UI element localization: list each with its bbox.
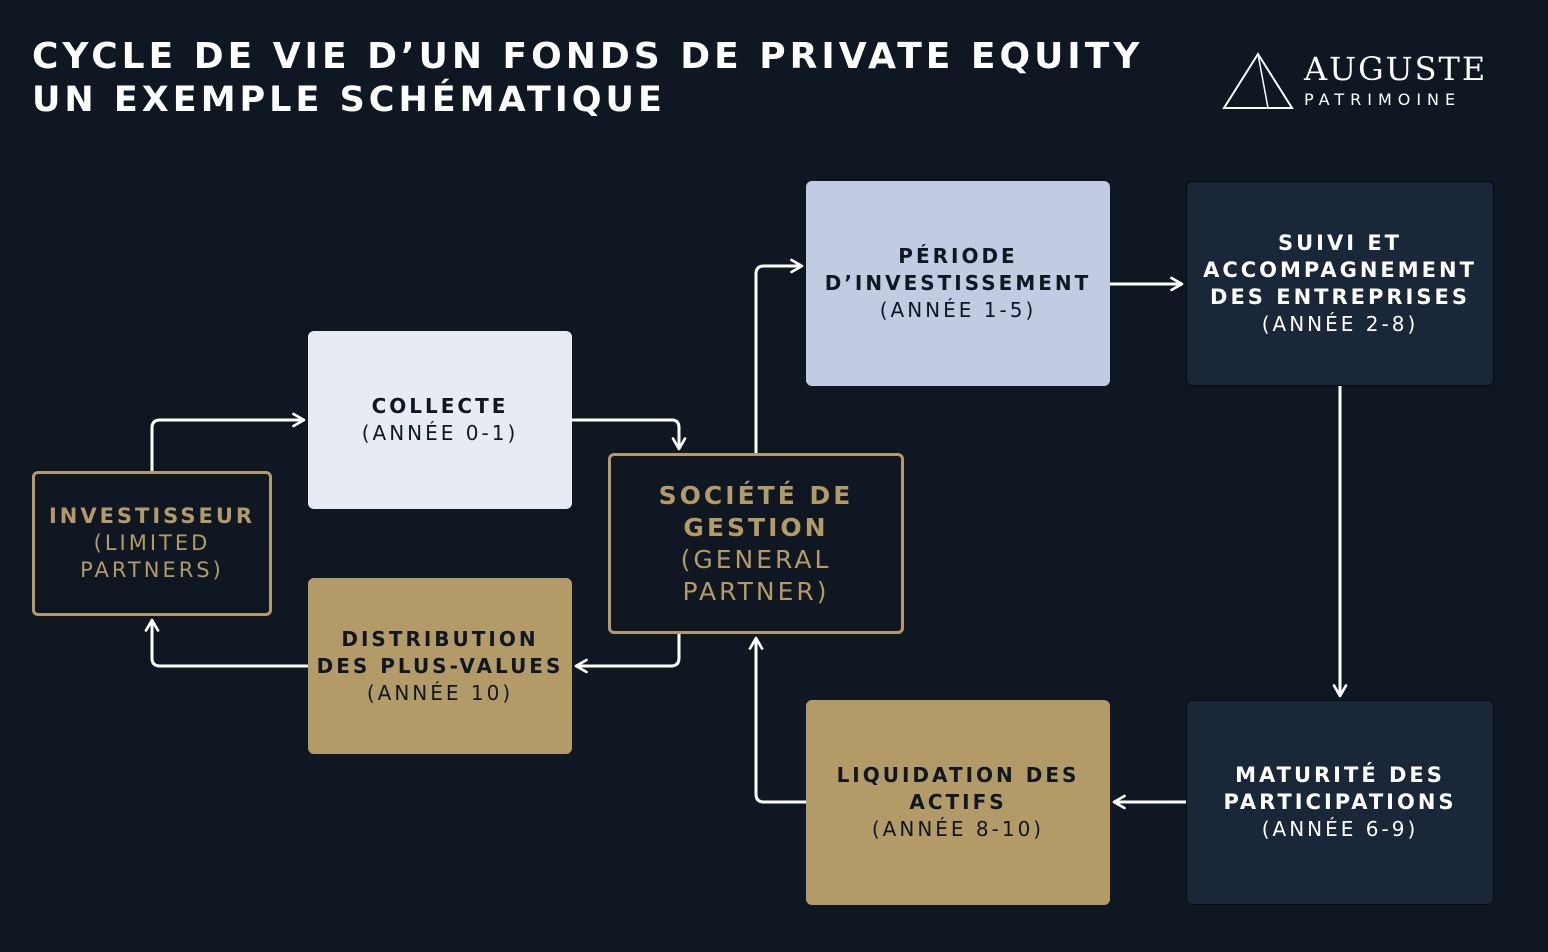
arrow-societe-to-distribution <box>574 634 681 674</box>
arrow-societe-to-periode <box>754 258 804 453</box>
node-title: SOCIÉTÉ DE GESTION <box>658 480 854 542</box>
triangle-logo-icon <box>1222 52 1294 109</box>
node-title: COLLECTE <box>371 394 509 418</box>
logo-name: AUGUSTE <box>1304 50 1488 88</box>
node-investisseur: INVESTISSEUR (LIMITED PARTNERS) <box>32 471 272 616</box>
node-title: MATURITÉ DES PARTICIPATIONS <box>1223 763 1457 814</box>
arrow-collecte-to-societe <box>572 418 687 451</box>
node-title: DISTRIBUTION DES PLUS-VALUES <box>316 626 564 678</box>
arrow-distribution-to-investisseur <box>144 618 308 668</box>
arrow-investisseur-to-collecte <box>150 412 306 471</box>
node-subtitle: (LIMITED PARTNERS) <box>80 531 224 582</box>
logo-subtitle: PATRIMOINE <box>1304 90 1462 109</box>
node-subtitle: (ANNÉE 2-8) <box>1261 311 1419 336</box>
node-subtitle: (ANNÉE 0-1) <box>361 421 519 445</box>
node-collecte: COLLECTE (ANNÉE 0-1) <box>308 331 572 509</box>
node-title: PÉRIODE D’INVESTISSEMENT <box>824 244 1092 295</box>
node-distribution: DISTRIBUTION DES PLUS-VALUES (ANNÉE 10) <box>308 578 572 754</box>
node-societe-de-gestion: SOCIÉTÉ DE GESTION (GENERAL PARTNER) <box>608 453 904 634</box>
node-periode-investissement: PÉRIODE D’INVESTISSEMENT (ANNÉE 1-5) <box>806 181 1110 386</box>
node-subtitle: (ANNÉE 10) <box>366 680 514 705</box>
page-subtitle: UN EXEMPLE SCHÉMATIQUE <box>32 80 666 120</box>
page-title: CYCLE DE VIE D’UN FONDS DE PRIVATE EQUIT… <box>32 36 1144 77</box>
arrow-liquidation-to-societe <box>748 636 806 804</box>
node-maturite-participations: MATURITÉ DES PARTICIPATIONS (ANNÉE 6-9) <box>1186 700 1494 905</box>
node-title: LIQUIDATION DES ACTIFS <box>836 763 1080 814</box>
node-title: SUIVI ET ACCOMPAGNEMENT DES ENTREPRISES <box>1203 230 1477 309</box>
node-subtitle: (ANNÉE 6-9) <box>1261 817 1419 841</box>
node-liquidation-actifs: LIQUIDATION DES ACTIFS (ANNÉE 8-10) <box>806 700 1110 905</box>
node-subtitle: (ANNÉE 8-10) <box>871 817 1045 841</box>
node-subtitle: (GENERAL PARTNER) <box>680 544 832 606</box>
node-title: INVESTISSEUR <box>48 504 256 528</box>
brand-logo: AUGUSTE PATRIMOINE <box>1220 50 1490 114</box>
node-subtitle: (ANNÉE 1-5) <box>879 298 1037 322</box>
node-suivi-accompagnement: SUIVI ET ACCOMPAGNEMENT DES ENTREPRISES … <box>1186 181 1494 386</box>
